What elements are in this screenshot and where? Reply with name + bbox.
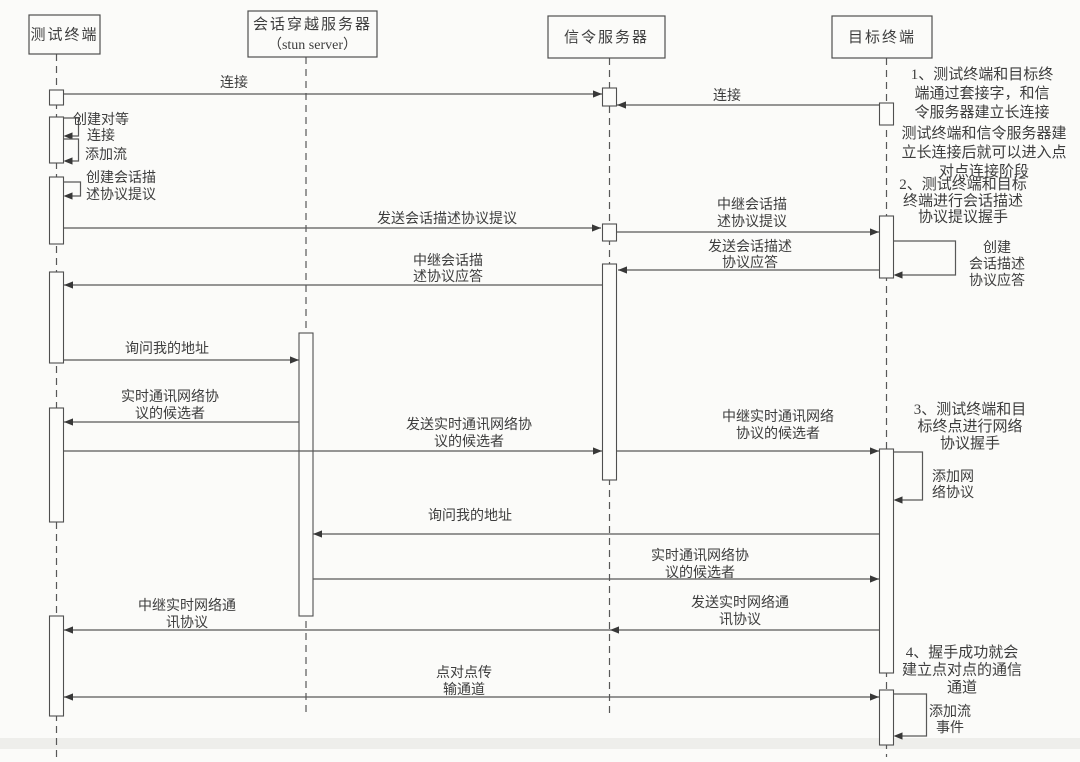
note-1b: 测试终端和信令服务器建立长连接后就可以进入点对点连接阶段 <box>901 125 1066 180</box>
self-message-label-add-network-protocol: 添加网络协议 <box>932 469 974 501</box>
actor-label-target-terminal: 目标终端 <box>848 29 916 46</box>
activation-test-terminal <box>48 89 65 106</box>
message-arrow-head <box>870 228 879 236</box>
activation-target-terminal <box>878 448 895 674</box>
activation-signaling-server <box>601 263 618 481</box>
activation-test-terminal <box>48 407 65 523</box>
self-message-create-sdp-offer <box>63 181 82 197</box>
message-label-p2p-channel: 点对点传输通道 <box>436 665 492 698</box>
message-label-send-rtc-candidates: 发送实时通讯网络协议的候选者 <box>406 417 532 450</box>
message-arrow-head <box>313 530 322 538</box>
message-label-rtc-candidates-to-test: 实时通讯网络协议的候选者 <box>121 389 219 422</box>
self-return-arrow-head <box>63 157 73 165</box>
message-label-relay-sdp-answer: 中继会话描述协议应答 <box>413 253 483 285</box>
message-arrow-head <box>64 693 73 701</box>
message-label-send-sdp-answer: 发送会话描述协议应答 <box>708 239 792 271</box>
actor-box-stun-server <box>247 10 378 58</box>
self-return-arrow-head <box>63 192 73 200</box>
self-message-label-add-stream: 添加流 <box>85 147 127 163</box>
message-arrow-head <box>593 90 602 98</box>
self-message-add-network-protocol <box>893 451 924 501</box>
self-message-label-create-peer-connection: 创建对等连接 <box>73 111 129 144</box>
actor-label-test-terminal: 测试终端 <box>30 27 98 44</box>
message-label-relay-rtc-candidates: 中继实时通讯网络协议的候选者 <box>722 409 834 442</box>
note-1: 1、测试终端和目标终端通过套接字，和信令服务器建立长连接 <box>911 66 1054 121</box>
scan-artifact-band <box>0 738 1080 749</box>
actor-box-signaling-server <box>547 15 666 59</box>
message-arrow-head <box>290 356 299 364</box>
activation-test-terminal <box>48 271 65 364</box>
self-message-create-sdp-answer <box>893 240 957 276</box>
message-label-send-sdp-offer: 发送会话描述协议提议 <box>377 211 517 227</box>
actor-label-stun-server: 会话穿越服务器（stun server） <box>253 16 372 53</box>
note-4: 4、握手成功就会建立点对点的通信通道 <box>902 644 1022 696</box>
message-label-relay-sdp-offer: 中继会话描述协议提议 <box>717 197 787 230</box>
activation-target-terminal <box>878 102 895 126</box>
self-return-arrow-head <box>893 732 903 740</box>
activation-test-terminal <box>48 116 65 164</box>
self-return-arrow-head <box>893 496 903 504</box>
actor-box-test-terminal <box>28 14 101 55</box>
activation-stun-server <box>298 332 314 617</box>
message-label-ask-my-address-1: 询问我的地址 <box>125 341 209 357</box>
message-label-connect-1: 连接 <box>220 74 248 91</box>
activation-test-terminal <box>48 176 65 245</box>
note-3: 3、测试终端和目标终点进行网络协议握手 <box>914 401 1027 452</box>
message-arrow-head <box>870 575 879 583</box>
self-message-label-create-sdp-answer: 创建会话描述协议应答 <box>969 240 1025 289</box>
self-return-arrow-head <box>893 271 903 279</box>
actor-box-target-terminal <box>831 15 933 59</box>
message-arrow-head <box>592 224 601 232</box>
activation-signaling-server <box>601 87 618 107</box>
message-arrow-head <box>593 447 602 455</box>
message-arrow-head <box>610 626 619 634</box>
message-label-connect-2: 连接 <box>713 87 741 104</box>
actor-label-signaling-server: 信令服务器 <box>564 29 649 46</box>
message-label-rtc-candidates-to-target: 实时通讯网络协议的候选者 <box>651 548 749 581</box>
message-arrow-head <box>618 266 627 274</box>
message-arrow-head <box>617 101 626 109</box>
message-arrow-head <box>870 693 879 701</box>
self-message-add-stream-event <box>893 693 928 737</box>
activation-test-terminal <box>48 615 65 717</box>
activation-target-terminal <box>878 215 895 279</box>
message-arrow-head <box>64 626 73 634</box>
message-arrow-head <box>870 447 879 455</box>
self-return-arrow-head <box>63 132 73 140</box>
message-label-ask-my-address-2: 询问我的地址 <box>428 508 512 524</box>
activation-target-terminal <box>878 689 895 746</box>
activation-signaling-server <box>601 223 618 242</box>
self-message-label-add-stream-event: 添加流事件 <box>929 704 971 736</box>
self-message-label-create-sdp-offer: 创建会话描述协议提议 <box>86 170 156 203</box>
message-arrow-head <box>64 281 73 289</box>
message-arrow-head <box>64 418 73 426</box>
self-message-create-peer-connection <box>63 117 80 137</box>
note-2: 2、测试终端和目标终端进行会话描述协议提议握手 <box>899 176 1027 226</box>
message-label-send-rtc-protocol: 发送实时网络通讯协议 <box>691 595 789 628</box>
message-label-relay-rtc-protocol: 中继实时网络通讯协议 <box>138 598 236 631</box>
self-message-add-stream <box>63 138 80 162</box>
